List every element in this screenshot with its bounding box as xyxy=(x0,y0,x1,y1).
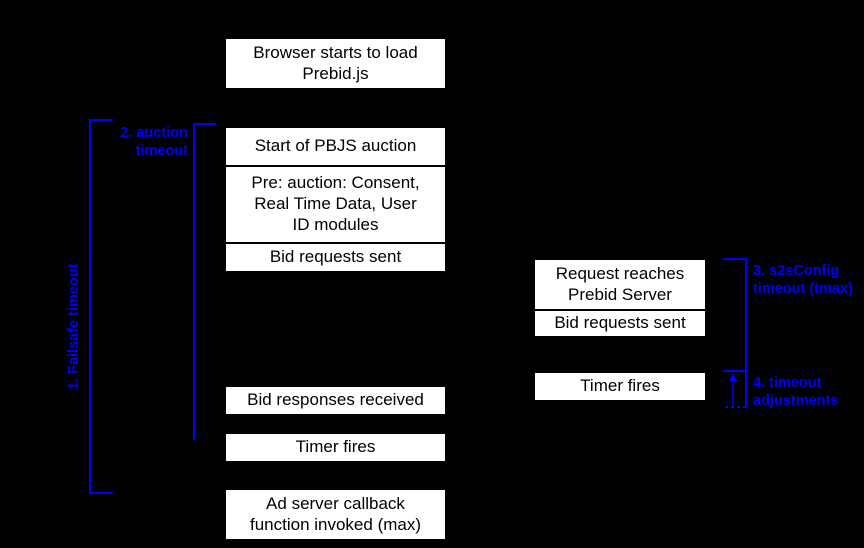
flow-box-ad-server-callback: Ad server callback function invoked (max… xyxy=(225,489,446,540)
flow-box-bid-responses-received: Bid responses received xyxy=(225,386,446,415)
flow-box-bid-requests-sent-server: Bid requests sent xyxy=(534,310,706,337)
flow-box-pre-auction-modules: Pre: auction: Consent, Real Time Data, U… xyxy=(225,166,446,243)
annotation-label-s2sconfig-timeout: 3. s2sConfig timeout (tmax) xyxy=(753,263,853,298)
annotation-label-timeout-adjustments: 4. timeout adjustments xyxy=(753,375,839,410)
flow-box-timer-fires-server: Timer fires xyxy=(534,372,706,401)
bracket-failsafe-timeout xyxy=(88,118,118,496)
flow-box-request-reaches-prebid-server: Request reaches Prebid Server xyxy=(534,259,706,310)
flow-box-timer-fires-client: Timer fires xyxy=(225,433,446,462)
bracket-auction-timeout xyxy=(192,122,218,444)
flow-box-start-auction: Start of PBJS auction xyxy=(225,127,446,166)
flow-box-bid-requests-sent-client: Bid requests sent xyxy=(225,243,446,272)
annotation-label-auction-timeout: 2. auction timeout xyxy=(120,125,188,160)
annotation-label-failsafe-timeout: 1. Failsafe timeout xyxy=(66,263,82,390)
flow-box-browser-load: Browser starts to load Prebid.js xyxy=(225,38,446,89)
bracket-timeout-adjustments xyxy=(721,369,751,409)
bracket-s2sconfig-timeout xyxy=(721,257,749,375)
